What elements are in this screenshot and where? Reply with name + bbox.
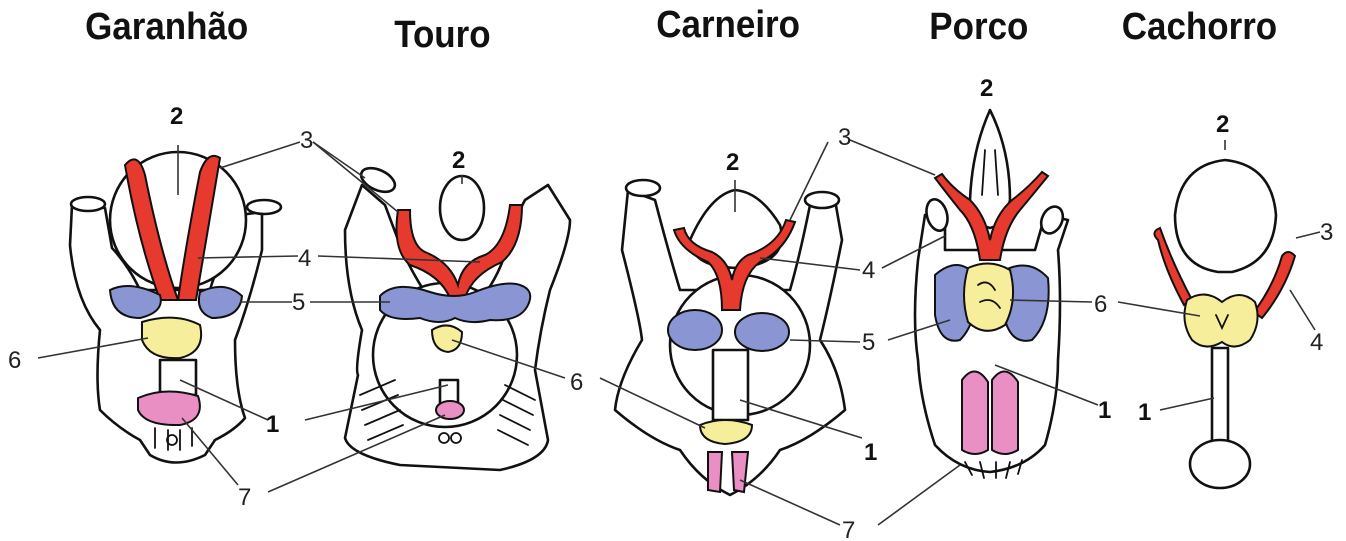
label-2-touro: 2 [452, 147, 465, 174]
ram-vesicular-gland-right [735, 313, 789, 351]
label-1-cachorro: 1 [1138, 399, 1151, 426]
stallion-bulbourethral-gland [138, 391, 200, 425]
label-7-carneiro: 7 [842, 517, 855, 541]
ram-diagram [615, 180, 845, 495]
ram-vesicular-gland-left [668, 310, 722, 350]
label-4-cachorro: 4 [1310, 329, 1323, 356]
label-6-touro: 6 [570, 369, 583, 396]
ram-ampulla-right [805, 192, 839, 208]
ram-urethra [713, 350, 748, 420]
bull-diagram [345, 163, 570, 470]
dog-bladder [1175, 160, 1276, 272]
dog-diagram [1154, 160, 1295, 488]
label-5-carneiro: 5 [862, 329, 875, 356]
dog-ductus-deferens-right [1254, 252, 1295, 318]
stallion-ampulla-right [247, 200, 281, 214]
label-7-garanhao: 7 [238, 484, 251, 511]
stallion-urethra [160, 360, 196, 395]
dog-bulbus-glandis [1190, 440, 1250, 488]
label-2-porco: 2 [980, 75, 993, 102]
label-5-garanhao: 5 [292, 289, 305, 316]
label-3-cachorro: 3 [1320, 219, 1333, 246]
ram-bulbourethral-gland-left [708, 452, 722, 492]
dog-prostate [1184, 294, 1257, 346]
dog-penis-shaft [1212, 348, 1228, 448]
bull-bladder [440, 176, 484, 240]
ram-bulbourethral-gland-right [732, 452, 748, 492]
label-6-porco: 6 [1094, 291, 1107, 318]
label-6-garanhao: 6 [8, 347, 21, 374]
boar-bulbourethral-gland-right [992, 371, 1018, 454]
label-2-cachorro: 2 [1216, 111, 1229, 138]
label-4-carneiro: 4 [862, 257, 875, 284]
boar-bulbourethral-gland-left [962, 371, 988, 454]
stallion-prostate [142, 318, 201, 359]
label-3-carneiro: 3 [838, 124, 851, 151]
label-2-carneiro: 2 [726, 149, 739, 176]
label-3-garanhao: 3 [300, 127, 313, 154]
label-1-garanhao: 1 [266, 411, 279, 438]
label-2-garanhao: 2 [170, 103, 183, 130]
boar-diagram [915, 110, 1068, 478]
boar-prostate [964, 263, 1013, 330]
ram-ampulla-left [626, 180, 660, 196]
label-1-porco: 1 [1098, 397, 1111, 424]
label-4-garanhao: 4 [298, 245, 311, 272]
stallion-ampulla-left [71, 197, 105, 211]
stallion-diagram [70, 152, 281, 463]
label-1-carneiro: 1 [864, 439, 877, 466]
